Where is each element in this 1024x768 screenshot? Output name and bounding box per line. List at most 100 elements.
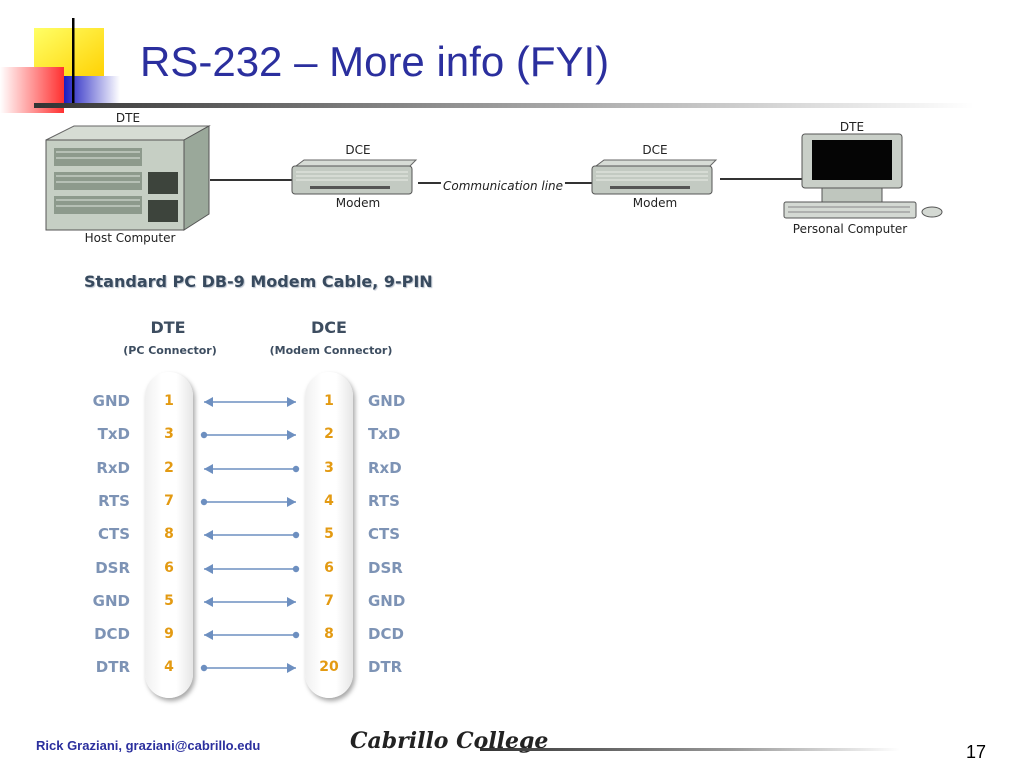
dte-signal-label: RxD <box>96 459 130 477</box>
signal-arrow <box>204 397 296 407</box>
dte-pin-number: 2 <box>164 460 174 476</box>
signal-arrow <box>204 464 300 474</box>
pinout-row: CTS 8 5 CTS <box>0 525 1024 545</box>
dte-pin-number: 3 <box>164 426 174 442</box>
host-computer-icon <box>45 125 211 231</box>
dte-pin-number: 8 <box>164 526 174 542</box>
pinout-row: GND 1 1 GND <box>0 392 1024 412</box>
arrow-head <box>204 464 213 474</box>
dce-signal-label: CTS <box>368 525 401 543</box>
arrow-tail-dot <box>200 498 208 506</box>
dte-signal-label: CTS <box>97 525 130 543</box>
dce-pin-number: 7 <box>324 593 334 609</box>
dce-subheader: (Modem Connector) <box>269 344 393 357</box>
dte-subheader: (PC Connector) <box>123 344 217 357</box>
slide-title: RS-232 – More info (FYI) <box>140 38 610 85</box>
arrow-head <box>204 630 213 640</box>
cable-title: Standard PC DB-9 Modem Cable, 9-PIN <box>84 272 433 291</box>
title-decoration <box>0 18 120 113</box>
arrow-head <box>204 597 213 607</box>
arrow-head <box>204 564 213 574</box>
footer-rule <box>480 748 900 751</box>
dce-pin-number: 6 <box>324 560 334 576</box>
dce-signal-label: DSR <box>368 559 403 577</box>
dce-signal-label: RxD <box>368 459 402 477</box>
dte-pin-number: 5 <box>164 593 174 609</box>
arrow-head <box>287 597 296 607</box>
vertical-rule <box>72 18 75 104</box>
communication-line-label: Communication line <box>440 179 566 193</box>
dce-connector <box>305 372 353 698</box>
signal-arrow <box>200 430 296 440</box>
page-number: 17 <box>966 742 987 762</box>
personal-computer-icon <box>783 133 943 219</box>
dte-signal-label: GND <box>92 392 130 410</box>
left-modem-icon <box>291 159 418 195</box>
dce-header: DCE <box>311 318 347 337</box>
right-dce-label: DCE <box>642 143 668 157</box>
dce-signal-label: RTS <box>368 492 400 510</box>
dce-pin-number: 3 <box>324 460 334 476</box>
dce-pin-number: 8 <box>324 626 334 642</box>
dte-signal-label: RTS <box>98 492 130 510</box>
left-dte-label: DTE <box>115 111 141 125</box>
arrow-head <box>287 663 296 673</box>
signal-arrow <box>204 530 300 540</box>
dce-signal-label: DCD <box>368 625 404 643</box>
arrow-head <box>204 397 213 407</box>
right-dte-label: DTE <box>839 120 865 134</box>
dce-pin-number: 1 <box>324 393 334 409</box>
dte-header: DTE <box>150 318 186 337</box>
dte-pin-number: 7 <box>164 493 174 509</box>
dce-pin-number: 20 <box>319 659 339 675</box>
arrow-tail-dot <box>292 531 300 539</box>
dce-signal-label: GND <box>368 592 406 610</box>
dte-signal-label: GND <box>92 592 130 610</box>
dte-pin-number: 6 <box>164 560 174 576</box>
arrow-tail-dot <box>200 431 208 439</box>
dte-signal-label: DSR <box>95 559 130 577</box>
pinout-row: GND 5 7 GND <box>0 592 1024 612</box>
pinout-row: RTS 7 4 RTS <box>0 492 1024 512</box>
arrow-tail-dot <box>292 465 300 473</box>
left-dce-label: DCE <box>345 143 371 157</box>
dce-signal-label: GND <box>368 392 406 410</box>
dte-pin-number: 1 <box>164 393 174 409</box>
pinout-row: DSR 6 6 DSR <box>0 559 1024 579</box>
right-modem-icon <box>591 159 718 195</box>
pinout-row: DCD 9 8 DCD <box>0 625 1024 645</box>
pinout-row: RxD 2 3 RxD <box>0 459 1024 479</box>
signal-arrow <box>200 497 296 507</box>
left-modem-label: Modem <box>335 196 381 210</box>
dce-pin-number: 5 <box>324 526 334 542</box>
dte-signal-label: TxD <box>97 425 130 443</box>
dce-signal-label: TxD <box>368 425 401 443</box>
right-modem-label: Modem <box>632 196 678 210</box>
dte-signal-label: DCD <box>94 625 130 643</box>
link-host-modem <box>210 179 292 181</box>
arrow-tail-dot <box>292 565 300 573</box>
dte-pin-number: 4 <box>164 659 174 675</box>
footer-author: Rick Graziani, graziani@cabrillo.edu <box>36 738 261 753</box>
dte-signal-label: DTR <box>95 658 130 676</box>
arrow-head <box>287 397 296 407</box>
signal-arrow <box>200 663 296 673</box>
arrow-head <box>287 430 296 440</box>
arrow-head <box>204 530 213 540</box>
arrow-tail-dot <box>292 631 300 639</box>
dce-pin-number: 4 <box>324 493 334 509</box>
signal-arrow <box>204 564 300 574</box>
dce-pin-number: 2 <box>324 426 334 442</box>
dte-pin-number: 9 <box>164 626 174 642</box>
signal-arrow <box>204 597 296 607</box>
arrow-tail-dot <box>200 664 208 672</box>
pinout-row: TxD 3 2 TxD <box>0 425 1024 445</box>
dce-signal-label: DTR <box>368 658 403 676</box>
dte-connector <box>145 372 193 698</box>
personal-computer-label: Personal Computer <box>792 222 908 236</box>
pinout-row: DTR 4 20 DTR <box>0 658 1024 678</box>
host-computer-label: Host Computer <box>84 231 176 245</box>
signal-arrow <box>204 630 300 640</box>
title-underline <box>34 103 974 108</box>
link-modem-pc <box>720 178 802 180</box>
